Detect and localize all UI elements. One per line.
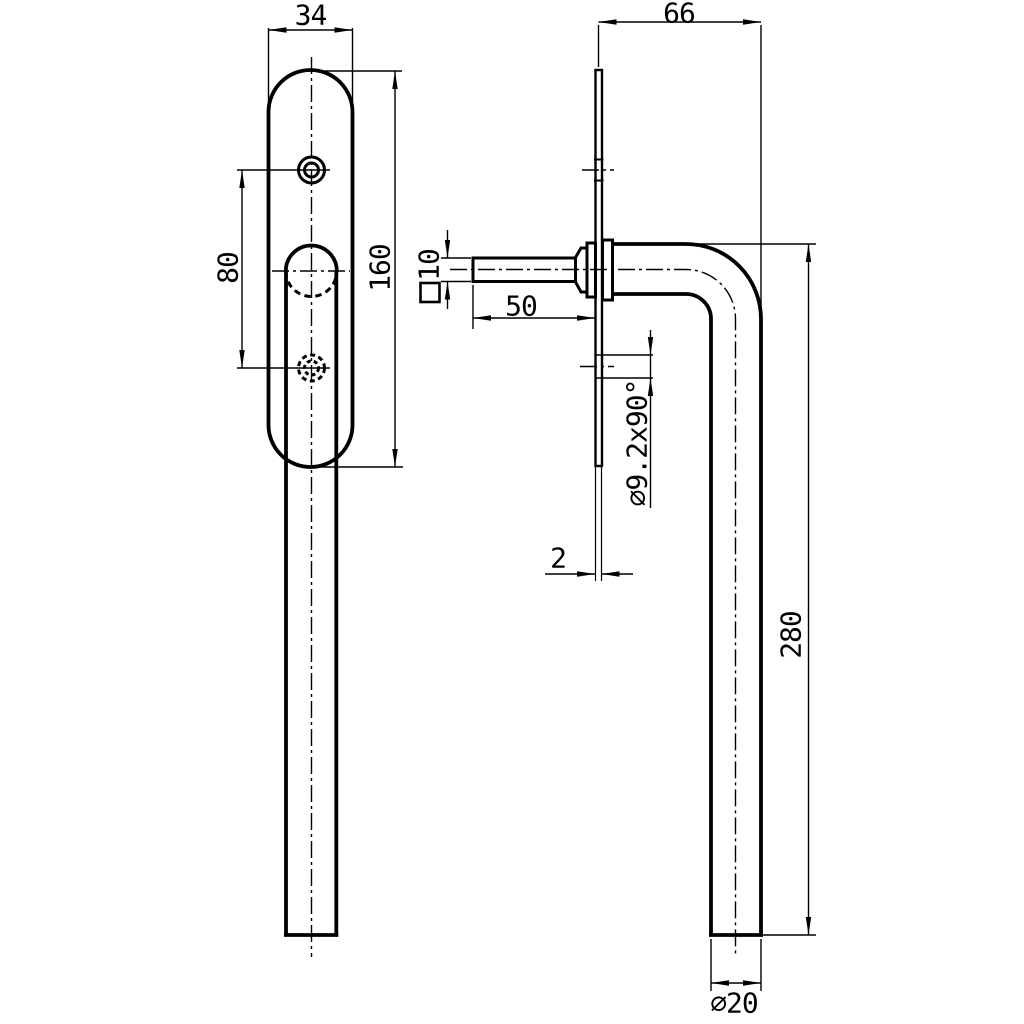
hub-flange <box>601 238 614 302</box>
spindle <box>471 256 577 283</box>
screw-hole-top <box>237 155 330 185</box>
dim-plate-height-label: 160 <box>364 244 397 292</box>
backplate-outline <box>266 68 355 469</box>
dim-grip-diameter: ⌀20 <box>710 939 762 1020</box>
dim-plate-width-label: 34 <box>295 0 327 32</box>
screw-hole-bottom <box>237 353 330 383</box>
dim-hole-spacing-label: 80 <box>212 252 245 284</box>
dim-spindle-size: 10 <box>413 230 471 309</box>
dim-countersink: ⌀9.2x90° <box>621 330 654 508</box>
dim-handle-offset-label: 66 <box>663 0 695 30</box>
hub-circle-hidden-arc <box>284 270 339 298</box>
dim-plate-thickness: 2 <box>545 467 633 581</box>
dim-hole-spacing: 80 <box>212 170 245 368</box>
hub-circle-visible-arc <box>283 243 339 272</box>
dim-handle-offset: 66 <box>597 0 762 320</box>
handle-outer-edge <box>612 242 763 934</box>
dim-handle-length-label: 280 <box>775 611 808 659</box>
hub-ring <box>585 241 597 299</box>
dim-grip-diameter-label: ⌀20 <box>710 987 758 1020</box>
plate-hole-bottom-marks <box>580 354 653 379</box>
dim-spindle-length-label: 50 <box>505 290 537 323</box>
side-view <box>450 68 763 957</box>
dim-countersink-label: ⌀9.2x90° <box>621 380 654 507</box>
side-centerline <box>450 268 737 957</box>
dim-handle-length: 280 <box>690 243 816 936</box>
front-view <box>237 57 355 957</box>
dim-spindle-length: 50 <box>472 285 595 329</box>
square-profile-icon <box>419 281 441 304</box>
plate-hole-top-marks <box>582 158 614 182</box>
dim-plate-width: 34 <box>267 0 354 114</box>
dim-plate-thickness-label: 2 <box>550 542 566 575</box>
handle-inner-edge <box>612 292 713 934</box>
dim-spindle-size-label: 10 <box>413 249 446 281</box>
dim-plate-height: 160 <box>320 70 403 468</box>
